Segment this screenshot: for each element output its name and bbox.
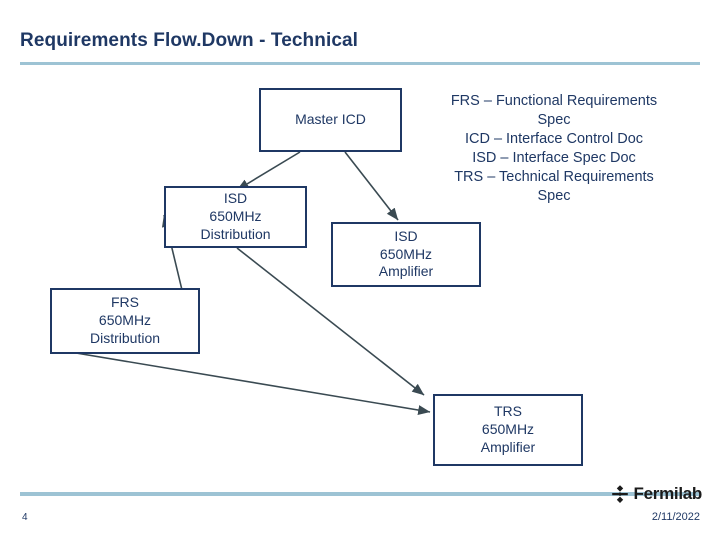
- fermilab-mark-icon: [611, 485, 628, 503]
- box-trs-amplifier-line-1: TRS: [494, 403, 522, 420]
- box-frs-650mhz-distribution[interactable]: FRS 650MHz Distribution: [50, 288, 200, 354]
- box-isd-amplifier-line-1: ISD: [394, 227, 418, 244]
- footer-divider: [20, 492, 700, 496]
- arrow-frs-distribution-to-trs-amplifier: [69, 351, 431, 415]
- box-isd-distribution-line-3: Distribution: [200, 225, 271, 242]
- legend-line-2: Spec: [537, 111, 571, 128]
- box-frs-distribution-line-1: FRS: [111, 294, 139, 311]
- arrow-isd-distribution-to-trs-amplifier: [236, 247, 425, 396]
- arrow-master-icd-to-isd-amplifier: [344, 151, 399, 221]
- box-isd-distribution-line-2: 650MHz: [209, 208, 262, 225]
- box-isd-650mhz-amplifier[interactable]: ISD 650MHz Amplifier: [331, 222, 481, 287]
- fermilab-logo-text: Fermilab: [633, 484, 703, 503]
- box-trs-amplifier-line-3: Amplifier: [480, 438, 536, 455]
- box-frs-distribution-line-3: Distribution: [89, 329, 161, 346]
- legend-line-3: ICD – Interface Control Doc: [464, 130, 644, 147]
- box-isd-650mhz-distribution[interactable]: ISD 650MHz Distribution: [164, 186, 307, 248]
- box-trs-650mhz-amplifier[interactable]: TRS 650MHz Amplifier: [433, 394, 583, 466]
- legend-line-6: Spec: [537, 187, 571, 204]
- box-frs-distribution-line-2: 650MHz: [98, 312, 152, 329]
- box-isd-distribution-line-1: ISD: [223, 190, 248, 207]
- box-master-icd[interactable]: Master ICD: [259, 88, 402, 152]
- footer-date: 2/11/2022: [651, 511, 700, 523]
- legend-line-1: FRS – Functional Requirements: [450, 93, 658, 109]
- arrow-master-icd-to-isd-distribution: [236, 151, 301, 191]
- box-master-icd-label: Master ICD: [295, 111, 366, 128]
- page-title: Requirements Flow.Down - Technical: [20, 30, 359, 51]
- legend-line-5: TRS – Technical Requirements: [454, 168, 654, 185]
- box-isd-amplifier-line-2: 650MHz: [379, 245, 433, 262]
- legend-acronyms: FRS – Functional Requirements Spec ICD –…: [420, 92, 688, 206]
- legend-line-4: ISD – Interface Spec Doc: [472, 149, 636, 166]
- fermilab-logo: Fermilab: [610, 484, 702, 504]
- box-isd-amplifier-line-3: Amplifier: [378, 263, 434, 280]
- box-trs-amplifier-line-2: 650MHz: [481, 421, 535, 438]
- title-divider: [20, 62, 700, 65]
- page-number: 4: [22, 512, 28, 523]
